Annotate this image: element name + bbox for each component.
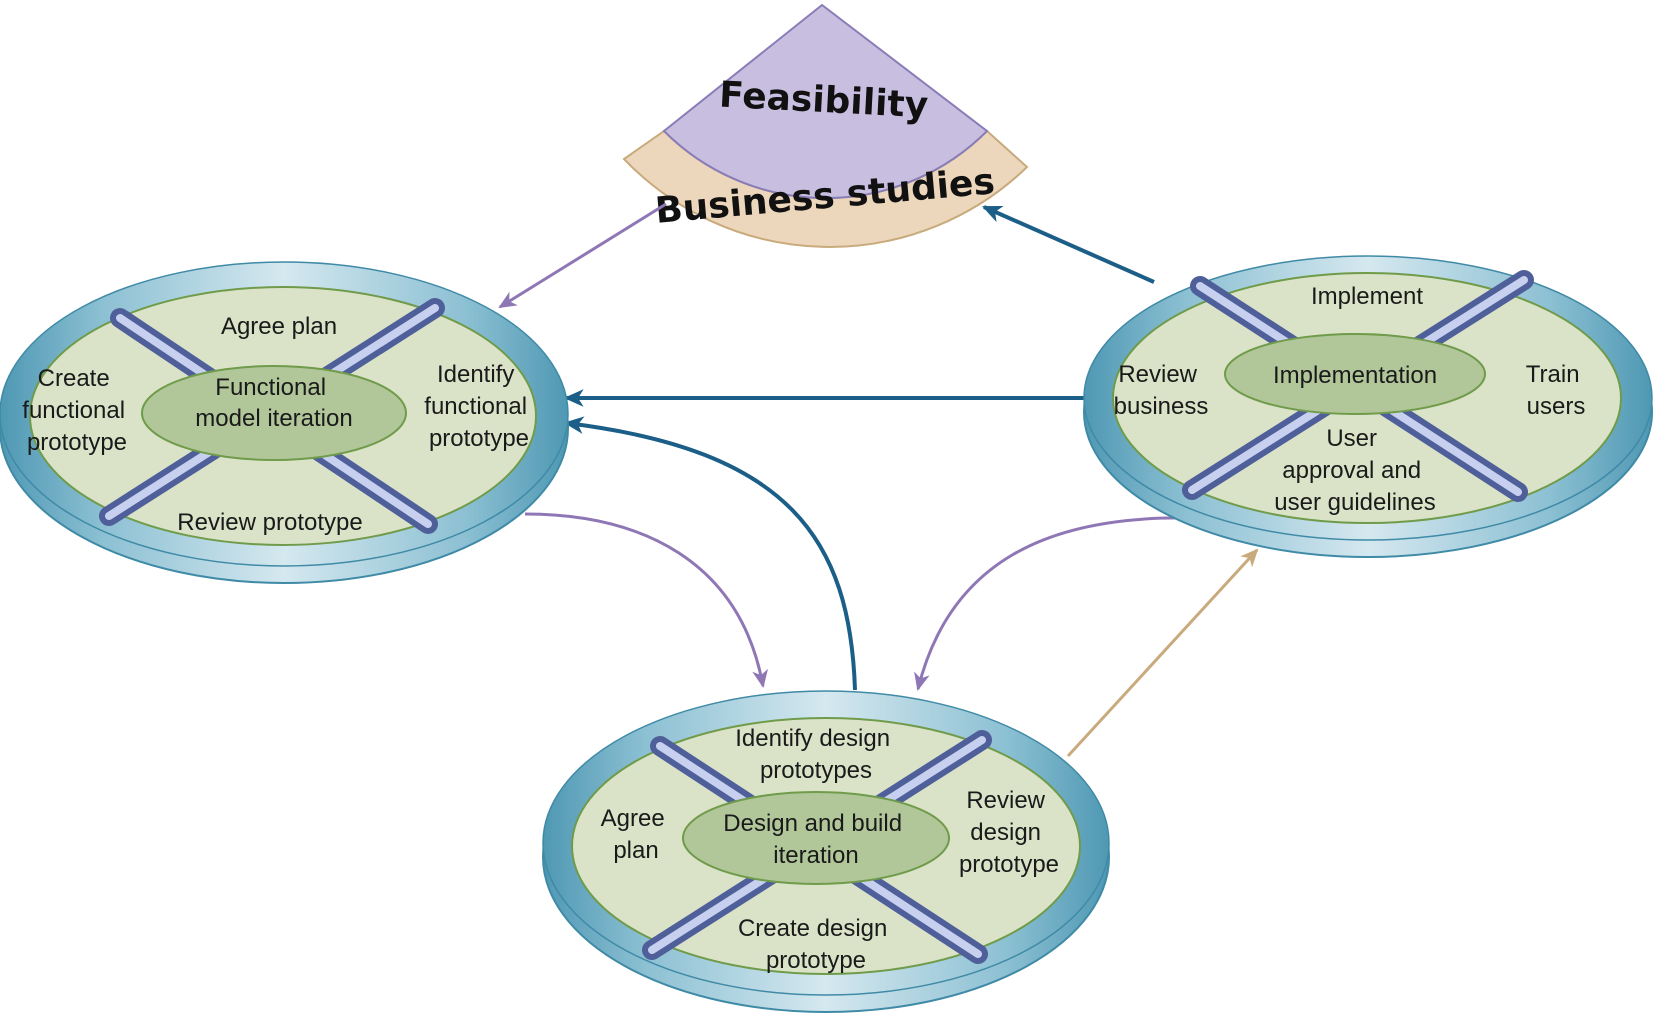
implementation-hub-label: Implementation <box>1273 362 1437 389</box>
implementation-review-business: Review business <box>1114 361 1209 420</box>
functional-identify-prototype: Identify functional prototype <box>424 361 533 452</box>
functional-agree-plan: Agree plan <box>221 313 337 340</box>
implementation-train-users: Train users <box>1526 361 1586 420</box>
functional-hub-label: Functional model iteration <box>195 374 352 432</box>
implementation-user-approval: User approval and user guidelines <box>1274 425 1435 516</box>
flow-arrows <box>498 202 1259 758</box>
arrow-design-to-functional <box>563 416 857 691</box>
implementation-implement: Implement <box>1311 283 1423 310</box>
implementation-hub <box>1224 333 1486 415</box>
design-hub-label: Design and build iteration <box>723 810 908 869</box>
design-hub <box>682 791 950 885</box>
design-agree-plan: Agree plan <box>601 805 672 864</box>
arrow-design-to-implementation <box>1066 548 1259 758</box>
design-build-disc: Design and build iteration Identify desi… <box>542 690 1110 1013</box>
functional-hub <box>141 365 407 461</box>
arrow-implementation-to-business <box>981 205 1155 284</box>
design-review-prototype: Review design prototype <box>959 787 1059 878</box>
feasibility-sector <box>662 3 989 199</box>
functional-review-prototype: Review prototype <box>177 509 362 536</box>
arrow-business-to-functional <box>498 202 667 309</box>
feasibility-business-wedge: Feasibility Business studies <box>622 3 1029 248</box>
design-create-prototype: Create design prototype <box>738 915 894 974</box>
arrow-functional-to-design <box>524 512 768 688</box>
functional-model-disc: Functional model iteration Agree plan Cr… <box>0 261 569 584</box>
arrow-implementation-to-design <box>914 516 1189 691</box>
design-identify-prototypes: Identify design prototypes <box>735 725 896 784</box>
functional-create-prototype: Create functional prototype <box>22 365 131 456</box>
implementation-disc: Implementation Implement Review business… <box>1083 255 1653 558</box>
